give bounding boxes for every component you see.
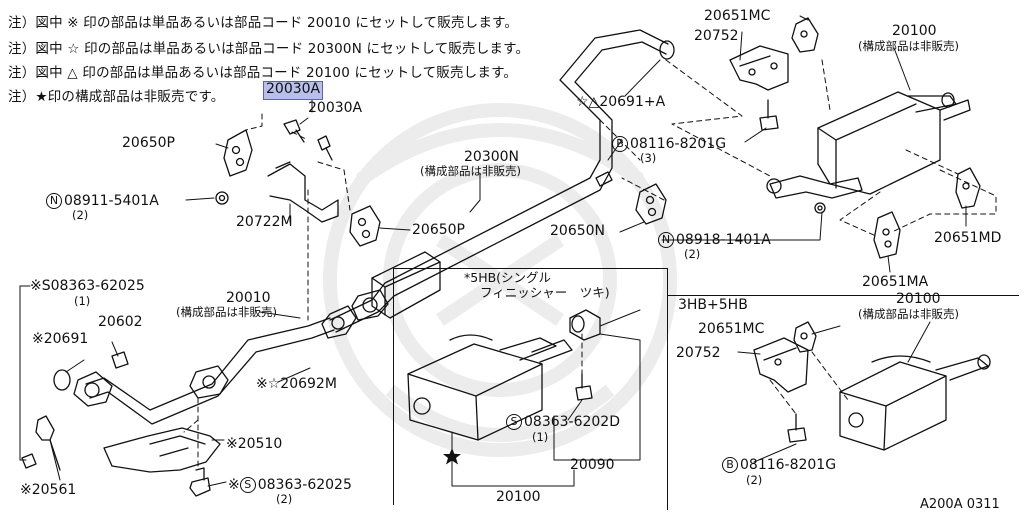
part-label-20752-3hb[interactable]: 20752: [676, 345, 721, 361]
part-label-20602[interactable]: 20602: [98, 314, 143, 330]
qty-08363-6202d: (1): [532, 430, 549, 444]
part-number-08911: 08911-5401A: [64, 193, 159, 209]
note-20100-top: (構成部品は非販売): [858, 39, 959, 53]
circled-s-icon: S: [506, 414, 522, 430]
qty-08116-3hb: (2): [746, 473, 763, 487]
part-label-20510[interactable]: ※20510: [226, 436, 283, 452]
hanger-20651mc-3hb: [793, 321, 817, 353]
part-number-08363-bottom: 08363-62025: [257, 477, 352, 493]
qty-08911: (2): [72, 208, 89, 222]
circled-b-icon: B: [722, 457, 738, 473]
note-20300n: (構成部品は非販売): [420, 164, 521, 178]
part-label-20691[interactable]: ※20691: [32, 331, 89, 347]
figure-code: A200A 0311: [920, 497, 1000, 512]
prefix-08363-bottom: ※: [228, 477, 240, 493]
flange-gasket-center: [321, 289, 389, 339]
inset-frame-3hb-top: [667, 295, 1019, 296]
part-label-20100-top[interactable]: 20100: [892, 23, 937, 39]
hanger-20650p-top: [223, 129, 253, 177]
muffler-20100-5hb: [407, 334, 573, 441]
part-label-20650n[interactable]: 20650N: [550, 223, 606, 239]
part-label-20561[interactable]: ※20561: [20, 482, 77, 498]
inset-title-5hb: *5HB(シングル: [464, 270, 552, 285]
part-number-08363-left: ※S08363-62025: [30, 278, 145, 294]
part-label-20100-5hb[interactable]: 20100: [496, 489, 541, 505]
resonator-20692m: [371, 251, 441, 319]
part-label-20651ma[interactable]: 20651MA: [862, 274, 929, 290]
muffler-20100-3hb: [839, 354, 991, 451]
note-2: 注）図中 ☆ 印の部品は単品あるいは部品コード 20300N にセットして販売し…: [8, 41, 530, 57]
part-number-08116-top: 08116-8201G: [630, 136, 727, 152]
part-label-20300n[interactable]: 20300N: [464, 149, 520, 165]
part-label-20651md[interactable]: 20651MD: [934, 230, 1002, 246]
hanger-20651mc-top: [791, 17, 819, 53]
inset-title-3hb: 3HB+5HB: [678, 297, 748, 313]
star-mark: [443, 448, 461, 465]
bolt-08363-bottom: [189, 467, 211, 497]
assembly-dashed-lines: [183, 59, 997, 469]
part-label-20651mc-3hb[interactable]: 20651MC: [698, 321, 765, 337]
note-20010: (構成部品は非販売): [176, 305, 277, 319]
highlight-box: [263, 81, 323, 100]
watermark-emblem: [323, 103, 677, 457]
part-label-20752-top[interactable]: 20752: [694, 28, 739, 44]
part-number-08116-3hb: 08116-8201G: [740, 457, 837, 473]
qty-08116-top: (3): [640, 151, 657, 165]
inset-subtitle-5hb: フィニッシャー ツキ): [480, 285, 610, 300]
heat-shield-20510: [103, 427, 221, 473]
part-label-20030a-highlighted[interactable]: 20030A: [266, 81, 321, 97]
bracket-20752-top: [729, 45, 789, 131]
part-label-20030a[interactable]: 20030A: [308, 100, 363, 116]
part-label-20691a[interactable]: ☆△20691+A: [576, 94, 666, 110]
part-label-20100-3hb[interactable]: 20100: [896, 291, 941, 307]
part-number-08918: 08918-1401A: [676, 232, 771, 248]
qty-08363-left: (1): [74, 294, 91, 308]
qty-08918: (2): [684, 247, 701, 261]
circled-s-icon: S: [239, 477, 256, 493]
hanger-20651md: [955, 167, 981, 209]
bracket-20752-3hb: [753, 337, 809, 443]
note-20100-3hb: (構成部品は非販売): [858, 307, 959, 321]
bracket-20722m: [267, 161, 339, 223]
hanger-20650n: [595, 171, 667, 225]
part-label-08363-left[interactable]: ※S08363-62025: [30, 279, 145, 294]
part-label-20090[interactable]: 20090: [570, 457, 615, 473]
front-pipe-20010: [53, 317, 335, 425]
circled-n-icon: N: [658, 232, 674, 248]
part-label-20010[interactable]: 20010: [226, 290, 271, 306]
inset-frame-3hb-left: [667, 268, 668, 510]
part-label-20651mc-top[interactable]: 20651MC: [704, 8, 771, 24]
inset-frame-5hb: [393, 268, 668, 505]
part-label-20692m[interactable]: ※☆20692M: [256, 376, 337, 392]
part-label-20650p-top[interactable]: 20650P: [122, 135, 175, 151]
circled-b-icon: B: [612, 136, 628, 152]
part-number-08363-6202d: 08363-6202D: [524, 414, 620, 430]
muffler-20100-top: [766, 91, 971, 214]
hanger-20650p-mid: [349, 205, 381, 247]
o2-sensor-20561: [21, 415, 61, 471]
circled-n-icon: N: [46, 193, 62, 209]
bolt-20030a: [283, 119, 333, 161]
note-1: 注）図中 ※ 印の部品は単品あるいは部品コード 20010 にセットして販売しま…: [8, 15, 519, 31]
part-label-20722m[interactable]: 20722M: [236, 214, 293, 230]
part-label-20650p-mid[interactable]: 20650P: [412, 222, 465, 238]
note-4: 注）★印の構成部品は非販売です。: [8, 89, 225, 105]
hanger-20651ma: [873, 211, 901, 259]
nut-08911: [215, 191, 229, 205]
qty-08363-bottom: (2): [276, 492, 293, 506]
note-3: 注）図中 △ 印の部品は単品あるいは部品コード 20100 にセットして販売しま…: [8, 65, 518, 81]
